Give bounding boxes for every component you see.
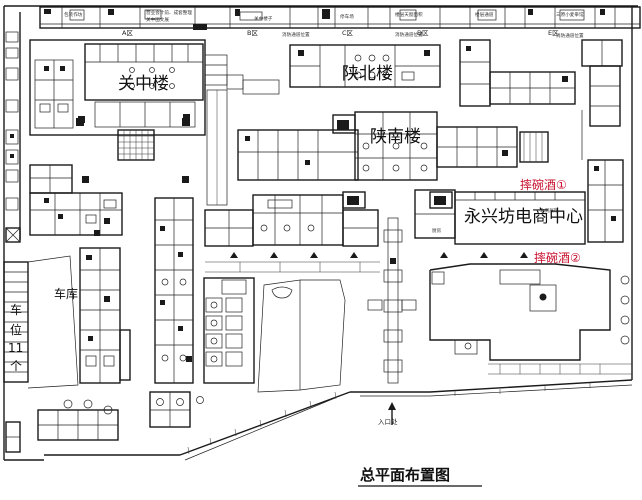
left-middle-buildings <box>29 164 123 236</box>
label-ec-2: 厨房 <box>432 227 442 234</box>
left-stalls <box>5 31 21 243</box>
label-top-9: 三原小麦拳馆 <box>556 11 584 18</box>
label-top-2: 营业会计前、成套整理 <box>146 9 192 16</box>
central-corridor <box>206 74 280 206</box>
building-label-shannan: 陕南楼 <box>370 127 421 147</box>
east-tall-building <box>459 39 623 127</box>
zone-d: D区 <box>417 29 429 37</box>
zone-a: A区 <box>122 29 133 37</box>
guanzhong-building: 关中楼 <box>29 39 228 136</box>
building-label-shanbei: 陕北楼 <box>342 64 393 84</box>
label-top-4: 关中楼子 <box>254 15 273 22</box>
ecommerce-center: 北侧展厅 厨房 永兴坊电商中心 <box>432 110 624 245</box>
zone-b: B区 <box>247 29 258 37</box>
entrance-label: 入口处 <box>378 417 398 426</box>
bowl-wine-1: 摔碗酒① <box>520 177 567 192</box>
garage: 车 位 11 个 车库 <box>3 255 79 389</box>
zone-c: C区 <box>342 29 354 37</box>
bowl-wine-labels: 摔碗酒① 摔碗酒② <box>520 177 581 265</box>
label-top-3: 关中图文展 <box>146 16 169 23</box>
drawing-title: 总平面布置图 <box>358 466 482 487</box>
plaza-pillars <box>78 114 190 236</box>
label-top-6: 停车场 <box>340 13 354 20</box>
label-top-7: 楼层天窗面积 <box>395 11 423 18</box>
bowl-wine-2: 摔碗酒② <box>534 250 581 265</box>
building-label-ecommerce: 永兴坊电商中心 <box>464 207 583 227</box>
entrance-path: 入口处 <box>367 217 417 426</box>
shanbei-building: 陕北楼 <box>289 44 441 88</box>
site-boundary <box>3 5 638 461</box>
garage-capacity-2: 位 <box>10 322 22 337</box>
zone-e: E区 <box>548 29 559 37</box>
east-lower-area <box>429 263 632 375</box>
shannan-building: 陕南楼 <box>237 111 549 181</box>
label-top-10: 消防通道位置 <box>556 32 584 39</box>
site-markers <box>230 252 528 258</box>
label-top-5: 消防通道位置 <box>282 31 310 38</box>
garage-label: 车库 <box>54 286 78 301</box>
top-shop-strip <box>39 6 641 30</box>
fence-ticks <box>187 383 591 455</box>
label-top-8: 消防通道位置 <box>395 31 423 38</box>
middle-row-buildings <box>204 189 456 247</box>
center-plaza <box>203 261 380 393</box>
garage-capacity-3: 11 <box>8 341 23 355</box>
label-top-11: 楼层通道 <box>475 11 494 18</box>
garage-capacity-1: 车 <box>10 302 22 317</box>
label-top-1: 包装作坊 <box>64 11 83 18</box>
building-label-guanzhong: 关中楼 <box>118 74 169 94</box>
top-strip-labels: 包装作坊 营业会计前、成套整理 关中图文展 关中楼子 停车场 楼层天窗面积 楼层… <box>64 9 584 39</box>
bottom-left-pavilions <box>5 391 204 453</box>
plan-title: 总平面布置图 <box>360 466 450 484</box>
left-lower-buildings <box>79 197 194 384</box>
garage-capacity-4: 个 <box>10 359 22 373</box>
label-ec-1: 北侧展厅 <box>540 207 559 214</box>
courtyard-grid <box>117 129 155 161</box>
zone-labels: A区 B区 C区 D区 E区 <box>122 29 559 37</box>
